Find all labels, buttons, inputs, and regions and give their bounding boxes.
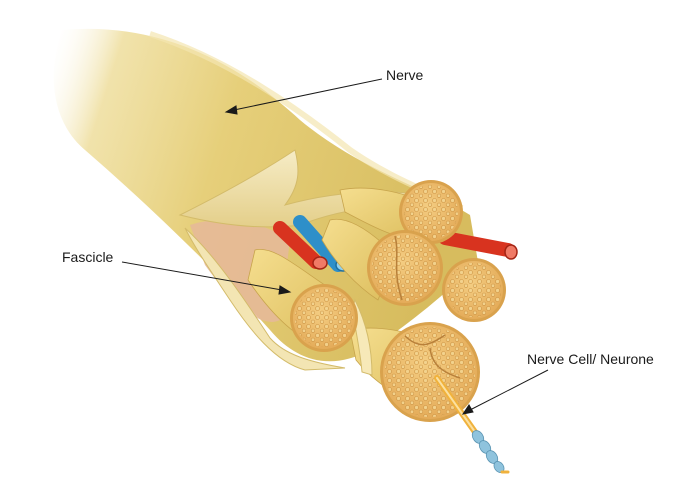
artery-left: [273, 221, 328, 270]
leader-lines: [121, 78, 549, 415]
label-fascicle: Fascicle: [62, 249, 114, 265]
sheath-flap-lower: [184, 227, 346, 371]
neurone: [434, 375, 510, 474]
arrowhead-neurone: [461, 404, 474, 415]
fascicle-section-left: [290, 284, 358, 352]
artery-right: [438, 231, 518, 260]
myelin-sheath: [471, 430, 505, 473]
leader-line-nerve: [233, 78, 383, 111]
label-nerve: Nerve: [386, 67, 424, 83]
fascicle-section-bottom: [380, 322, 480, 422]
fascicle-section-right: [442, 258, 506, 322]
leader-line-fascicle: [121, 261, 283, 291]
label-neurone: Nerve Cell/ Neurone: [527, 351, 654, 367]
fascicle-section-top: [399, 180, 463, 244]
leader-line-neurone: [469, 369, 549, 411]
fascicle-section-center: [367, 230, 443, 306]
arrowhead-fascicle: [278, 285, 292, 295]
arrowhead-nerve: [224, 105, 238, 115]
